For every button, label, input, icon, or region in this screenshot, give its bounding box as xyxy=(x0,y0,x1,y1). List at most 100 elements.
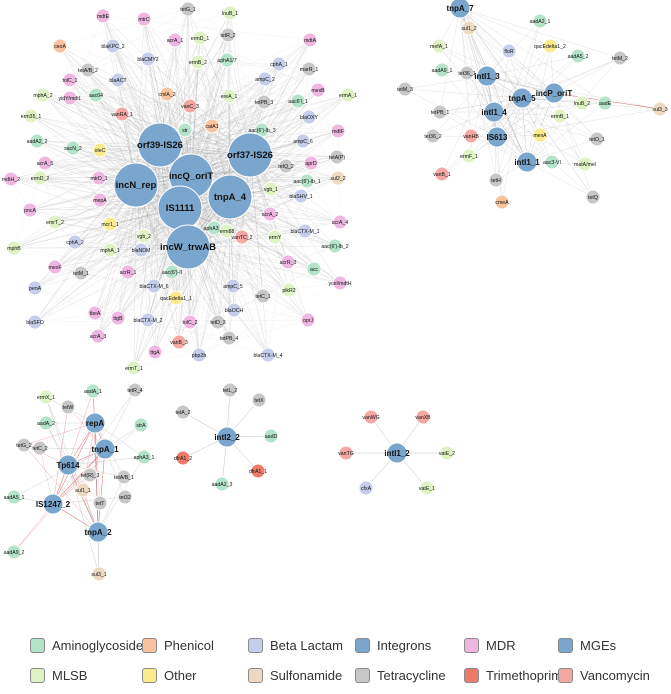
node-blakpc-2[interactable]: blaKPC_2 xyxy=(101,38,125,54)
node-aada9-2[interactable]: aadA9_2 xyxy=(4,544,25,560)
node-apha3-1[interactable]: aphA3_1 xyxy=(134,449,155,465)
node-vanwg[interactable]: vanWG xyxy=(362,409,380,425)
hub-node-inti2-2[interactable]: intI2_2 xyxy=(214,426,240,448)
node-ttga[interactable]: ttgA xyxy=(147,344,163,360)
node-aada5-1[interactable]: aadA5_1 xyxy=(4,489,25,505)
hub-node-is1111[interactable]: IS1111 xyxy=(157,185,203,231)
node-tetd-3[interactable]: tetD_3 xyxy=(210,314,226,330)
node-teta-b-2[interactable]: tetA/B_2 xyxy=(78,62,98,78)
node-cfxa[interactable]: cfxA xyxy=(358,480,374,496)
node-tetw[interactable]: tetW xyxy=(60,399,76,415)
node-vanhb[interactable]: vanHB xyxy=(463,128,479,144)
node-mepa[interactable]: mepA xyxy=(92,192,108,208)
node-flor[interactable]: floR xyxy=(501,43,517,59)
hub-node-incw-trwab[interactable]: incW_trwAB xyxy=(160,224,216,270)
node-olec[interactable]: oleC xyxy=(92,142,108,158)
node-tet36-1[interactable]: tet36_1 xyxy=(458,65,476,81)
node-teth[interactable]: tetH xyxy=(488,172,504,188)
node-tetl-2[interactable]: tetL_2 xyxy=(222,382,238,398)
hub-node-tnpa-7[interactable]: tnpA_7 xyxy=(446,0,474,19)
node-aada2-1[interactable]: aadA2_1 xyxy=(530,13,551,29)
node-sul2-2[interactable]: sul2_2 xyxy=(330,170,346,186)
node-ampc-6[interactable]: ampC_6 xyxy=(293,133,313,149)
node-ermb-1[interactable]: ermB_1 xyxy=(551,108,569,124)
node-ermx-1[interactable]: ermX_1 xyxy=(37,389,55,405)
node-lnub-2[interactable]: lnuB_2 xyxy=(574,95,590,111)
node-tbea[interactable]: tbeA xyxy=(87,305,103,321)
node-tetm-1[interactable]: tetM_1 xyxy=(73,265,89,281)
node-aac-6-lb-1[interactable]: aac(6')-lb_1 xyxy=(293,173,321,189)
node-acra-1[interactable]: acrA_1 xyxy=(167,32,184,48)
node-mtrd-1[interactable]: mtrD_1 xyxy=(90,170,108,186)
node-sul3-3[interactable]: sul3_3 xyxy=(652,101,668,117)
hub-node-inti1-3[interactable]: intI1_3 xyxy=(474,65,500,87)
node-tetr-2[interactable]: tetR_2 xyxy=(220,27,236,43)
node-pnca[interactable]: pncA xyxy=(22,202,38,218)
node-mata-mel[interactable]: matA/mel xyxy=(574,156,596,172)
hub-node-tnpa-5[interactable]: tnpA_5 xyxy=(508,87,536,109)
hub-node-inti1-4[interactable]: intI1_4 xyxy=(481,101,507,123)
node-blashv-1[interactable]: blaSHV_1 xyxy=(289,188,313,204)
node-blacmy2[interactable]: blaCMY2 xyxy=(137,51,159,67)
node-ceoa[interactable]: ceoA xyxy=(52,38,68,54)
hub-node-tp614[interactable]: Tp614 xyxy=(56,454,80,476)
node-mpha-1[interactable]: mphA_1 xyxy=(100,242,120,258)
node-yidy-mdtl[interactable]: yidY/mdtL xyxy=(58,90,82,106)
node-aada2-2[interactable]: aadA2_2 xyxy=(27,133,48,149)
node-qacedelta1-2[interactable]: qacEdelta1_2 xyxy=(534,38,566,54)
node-aac-6-lb-3[interactable]: aac(6')-lb_3 xyxy=(248,122,276,138)
node-ermb-2[interactable]: ermB_2 xyxy=(189,54,207,70)
node-lnub-1[interactable]: lnuB_1 xyxy=(222,5,238,21)
node-acc[interactable]: acc xyxy=(306,261,322,277)
node-pbp2b[interactable]: pbp2b xyxy=(191,347,207,363)
node-aada9-1[interactable]: aadA9_1 xyxy=(432,62,453,78)
node-mphb[interactable]: mphB xyxy=(6,240,22,256)
node-teta-b-1[interactable]: tetA/B_1 xyxy=(114,469,134,485)
node-blandm[interactable]: blaNDM xyxy=(132,242,151,258)
node-acra-4[interactable]: acrA_4 xyxy=(332,214,349,230)
node-acra-2[interactable]: acrA_2 xyxy=(262,206,279,222)
node-acrr-3[interactable]: acrR_3 xyxy=(280,254,297,270)
hub-node-repa[interactable]: repA xyxy=(84,412,106,434)
node-aac3-vi[interactable]: aac3-VI xyxy=(543,154,561,170)
node-ermf-1[interactable]: ermF_1 xyxy=(460,148,478,164)
node-blactx-m-4[interactable]: blaCTX-M_4 xyxy=(253,347,283,363)
node-tetg-1[interactable]: tetG_1 xyxy=(180,1,196,17)
hub-node-tnpa-1[interactable]: tnpA_1 xyxy=(91,438,119,460)
node-blactx-m-6[interactable]: blaCTX-M_6 xyxy=(139,278,169,294)
node-vantc-2[interactable]: vanTC_2 xyxy=(231,229,253,245)
node-vanb-3[interactable]: vanB_3 xyxy=(170,334,188,350)
node-aac04[interactable]: aac04 xyxy=(88,87,104,103)
node-mdte[interactable]: mdtE xyxy=(95,8,111,24)
node-aac-6-lb-2[interactable]: aac(6')-lb_2 xyxy=(321,238,349,254)
node-blaoxy[interactable]: blaOXY xyxy=(300,109,318,125)
node-emrt-2[interactable]: emrT_2 xyxy=(46,214,64,230)
node-cmea[interactable]: cmeA xyxy=(494,194,510,210)
node-teta-p[interactable]: tetA(P) xyxy=(329,149,345,165)
node-vgb-1[interactable]: vgb_1 xyxy=(263,181,279,197)
node-ermd-1[interactable]: ermD_1 xyxy=(191,30,210,46)
node-mdtf[interactable]: mdtF xyxy=(330,123,346,139)
node-aac6-i-1[interactable]: aac6'I_1 xyxy=(288,93,308,109)
node-tolc-1[interactable]: tolC_1 xyxy=(62,72,78,88)
node-mdth-2[interactable]: mdtH_2 xyxy=(2,171,20,187)
node-tetq[interactable]: tetQ xyxy=(585,189,601,205)
node-erm88[interactable]: erm88 xyxy=(219,223,235,239)
node-blaact[interactable]: blaACT xyxy=(109,72,127,88)
node-pena[interactable]: penA xyxy=(27,280,43,296)
node-mcr1-1[interactable]: mcr1_1 xyxy=(101,216,119,232)
node-sul1-2[interactable]: sul1_2 xyxy=(461,20,477,36)
node-tetm-3[interactable]: tetM_3 xyxy=(397,81,413,97)
node-ermd-2[interactable]: ermD_2 xyxy=(31,170,50,186)
node-tetr-4[interactable]: tetR_4 xyxy=(127,382,143,398)
node-vantg[interactable]: vanTG xyxy=(338,445,354,461)
node-vate-2[interactable]: vatE_2 xyxy=(439,445,455,461)
node-oprj[interactable]: oprJ xyxy=(300,312,316,328)
node-tetx[interactable]: tetX xyxy=(251,392,267,408)
node-blaoch[interactable]: blaOCH xyxy=(225,302,244,318)
node-mexa[interactable]: mexA xyxy=(532,127,548,143)
hub-node-tnpa-4[interactable]: tnpA_4 xyxy=(207,174,253,220)
hub-node-is613[interactable]: IS613 xyxy=(486,126,508,148)
node-aada2-3[interactable]: aadA2_3 xyxy=(212,476,233,492)
node-mexf[interactable]: mexF xyxy=(47,259,63,275)
